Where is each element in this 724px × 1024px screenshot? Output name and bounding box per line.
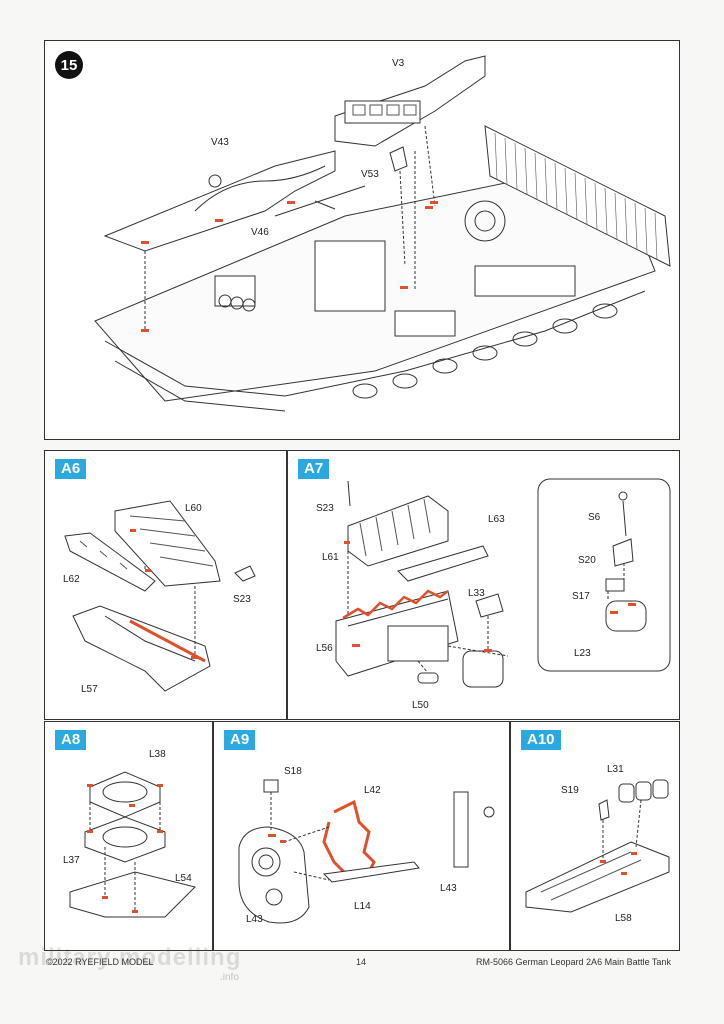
- a6-badge: A6: [55, 459, 87, 479]
- part-label-l60: L60: [185, 503, 202, 514]
- watermark-sub: .info: [220, 972, 239, 983]
- a8-panel: A8 L38 L37 L54: [44, 721, 213, 951]
- part-label-v43: V43: [211, 137, 229, 148]
- part-label-s23: S23: [233, 594, 251, 605]
- part-label-v53: V53: [361, 169, 379, 180]
- a9-panel: A9 S18 L42 L14 L43 L43: [213, 721, 510, 951]
- part-label-s23-a7: S23: [316, 503, 334, 514]
- step-15-drawing: [94, 55, 671, 412]
- part-label-s19: S19: [561, 785, 579, 796]
- part-label-l33: L33: [468, 588, 485, 599]
- part-label-l38: L38: [149, 749, 166, 760]
- a7-drawing: [335, 478, 671, 688]
- a9-drawing: [238, 779, 495, 924]
- a6-panel: A6 L60 L62 S23 L57: [44, 450, 287, 720]
- part-label-l42: L42: [364, 785, 381, 796]
- part-label-l63: L63: [488, 514, 505, 525]
- a7-panel: A7 S23 L63 L61 L56 L33 L50 S6 S20 S17 L2…: [287, 450, 680, 720]
- part-label-s18: S18: [284, 766, 302, 777]
- footer-copyright: ©2022 RYEFIELD MODEL: [46, 957, 154, 967]
- part-label-l58: L58: [615, 913, 632, 924]
- part-label-s20: S20: [578, 555, 596, 566]
- a8-badge: A8: [55, 730, 87, 750]
- part-label-l23: L23: [574, 648, 591, 659]
- part-label-l43-right: L43: [440, 883, 457, 894]
- part-label-l61: L61: [322, 552, 339, 563]
- part-label-l14: L14: [354, 901, 371, 912]
- footer-page-number: 14: [356, 957, 367, 967]
- part-label-l37: L37: [63, 855, 80, 866]
- part-label-l57: L57: [81, 684, 98, 695]
- a10-panel: A10 L31 S19 L58: [510, 721, 680, 951]
- part-label-s17: S17: [572, 591, 590, 602]
- step-15-panel: 15 V3 V43 V53 V46: [44, 40, 680, 440]
- footer-kit-title: RM-5066 German Leopard 2A6 Main Battle T…: [476, 957, 671, 967]
- watermark: military modelling: [18, 944, 242, 971]
- part-label-l54: L54: [175, 873, 192, 884]
- part-label-v46: V46: [251, 227, 269, 238]
- a7-badge: A7: [298, 459, 330, 479]
- a10-drawing: [525, 779, 670, 913]
- part-label-v3: V3: [392, 58, 405, 69]
- a8-drawing: [69, 771, 196, 918]
- part-label-l50: L50: [412, 700, 429, 711]
- part-label-s6: S6: [588, 512, 601, 523]
- part-label-l56: L56: [316, 643, 333, 654]
- a6-drawing: [64, 500, 256, 692]
- a9-badge: A9: [224, 730, 256, 750]
- part-label-l43-left: L43: [246, 914, 263, 925]
- part-label-l31: L31: [607, 764, 624, 775]
- part-label-l62: L62: [63, 574, 80, 585]
- step-number-badge: 15: [55, 51, 83, 79]
- a10-badge: A10: [521, 730, 561, 750]
